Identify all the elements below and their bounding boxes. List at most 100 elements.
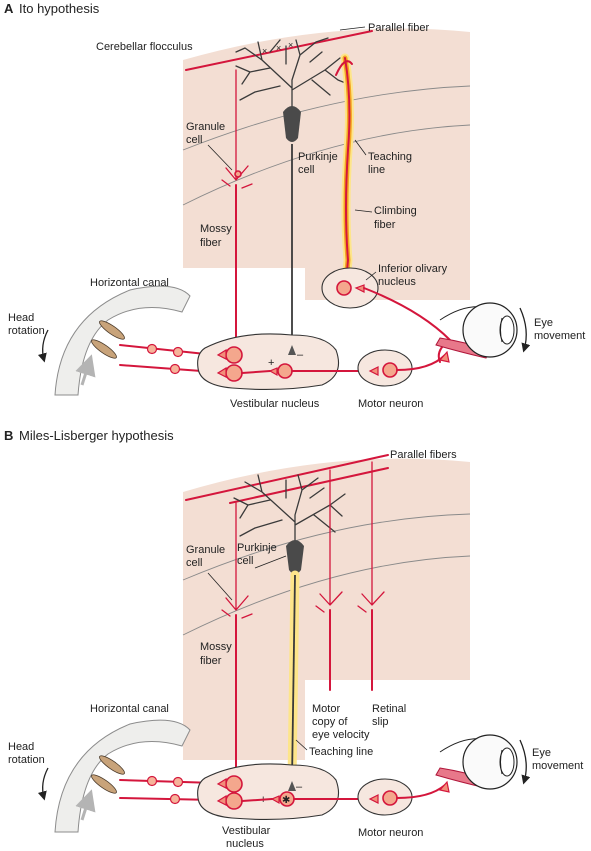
synapse-mark: × [288, 40, 293, 50]
head-rotation-label: rotation [8, 325, 45, 337]
vestibular-nucleus [197, 763, 340, 820]
synapse-terminal [216, 794, 227, 806]
motor-neuron-label: Motor neuron [358, 827, 423, 839]
mossy-fiber-label: fiber [200, 655, 222, 667]
granule-cell [221, 69, 253, 189]
purkinje-cell-label: Purkinje [237, 542, 277, 554]
cerebellar-cortex [183, 458, 470, 760]
climbing-fiber [335, 57, 353, 283]
head-rotation-arrow [37, 767, 49, 801]
granule-cell [221, 502, 253, 619]
horizontal-canal [54, 285, 191, 396]
vestibular-nucleus-label: nucleus [226, 838, 264, 850]
teaching-line-leader [295, 739, 308, 751]
neuromuscular-junction [438, 350, 450, 363]
purkinje-cell-leader [254, 555, 287, 569]
neuromuscular-junction [438, 780, 450, 793]
parallel-fiber-label: Parallel fiber [368, 22, 429, 34]
inhibitory-sign: – [296, 781, 303, 793]
motor-copy-label: copy of [312, 716, 348, 728]
cortex-layer-line [182, 555, 471, 636]
synapse-terminal [368, 794, 379, 804]
granule-cell-label: Granule [186, 544, 225, 556]
mossy-fiber-label: Mossy [200, 641, 232, 653]
purkinje-axon [291, 574, 296, 781]
inferior-olivary-leader [365, 271, 377, 281]
climbing-fiber-label: Climbing [374, 205, 417, 217]
head-rotation-label: rotation [8, 754, 45, 766]
afferent-node [169, 363, 181, 375]
teaching-line-label: Teaching [368, 151, 412, 163]
synapse-terminal [368, 366, 379, 376]
granule-cell-label: cell [186, 134, 203, 146]
afferent-node [172, 776, 184, 788]
head-rotation-label: Head [8, 312, 34, 324]
granule-cell-leader [207, 572, 233, 601]
vestibular-output-neuron [277, 363, 293, 379]
purkinje-terminal [288, 345, 296, 355]
vestibular-afferent [119, 344, 216, 356]
panel-b-letter: B [4, 428, 13, 443]
endolymph-arrow [75, 789, 96, 821]
vestibular-nucleus-label: Vestibular [222, 825, 271, 837]
head-rotation-arrow [37, 329, 49, 363]
eye-movement-arrow [519, 307, 531, 353]
purkinje-cell-label: cell [237, 555, 254, 567]
synapse-mark: × [262, 46, 267, 56]
eye [435, 302, 518, 359]
eye-movement-label: Eye [534, 317, 553, 329]
climbing-fiber-leader [354, 209, 373, 213]
purkinje-cell [233, 474, 346, 574]
eye-movement-arrow [519, 739, 531, 785]
parallel-fiber [185, 30, 373, 71]
vestibular-interconnect [241, 798, 273, 802]
afferent-node [146, 343, 158, 355]
climbing-fiber-label: fiber [374, 219, 396, 231]
vestibular-nucleus-label: Vestibular nucleus [230, 398, 320, 410]
parallel-fibers-label: Parallel fibers [390, 449, 457, 461]
panel-a: A Ito hypothesis × × × Parallel fiber Ce… [4, 1, 585, 410]
panel-b: B Miles-Lisberger hypothesis Parallel fi… [4, 428, 583, 850]
purkinje-cell-label: Purkinje [298, 151, 338, 163]
panel-a-title: Ito hypothesis [19, 1, 100, 16]
purkinje-terminal [288, 781, 296, 791]
afferent-node [169, 793, 181, 805]
teaching-line-leader [354, 139, 367, 156]
cortex-layer-line [182, 513, 471, 581]
retinal-slip-label: Retinal [372, 703, 406, 715]
purkinje-cell-label: cell [298, 164, 315, 176]
cerebellar-flocculus-label: Cerebellar flocculus [96, 41, 193, 53]
motor-copy-label: eye velocity [312, 729, 370, 741]
horizontal-canal [54, 719, 191, 833]
plasticity-site-mark: ✱ [282, 795, 290, 806]
vestibular-neuron [225, 364, 243, 382]
excitatory-sign: + [268, 357, 274, 369]
vestibular-neuron [225, 775, 243, 793]
hair-cells [91, 755, 125, 794]
horizontal-canal-label: Horizontal canal [90, 703, 169, 715]
panel-b-title: Miles-Lisberger hypothesis [19, 428, 174, 443]
panel-a-letter: A [4, 1, 14, 16]
synapse-terminal [216, 777, 227, 789]
motor-neuron [382, 790, 398, 806]
synapse-terminal [216, 366, 227, 378]
head-rotation-label: Head [8, 741, 34, 753]
mossy-fiber-label: Mossy [200, 223, 232, 235]
hair-cells [91, 320, 125, 359]
motor-neuron-label: Motor neuron [358, 398, 423, 410]
synapse-mark: × [276, 43, 281, 53]
cerebellar-cortex [183, 28, 470, 300]
afferent-node [146, 775, 158, 787]
endolymph-arrow [75, 354, 96, 386]
vestibular-afferent [119, 779, 216, 784]
retinal-error-path [363, 287, 451, 363]
granule-cell-label: Granule [186, 121, 225, 133]
granule-cell-leader [207, 144, 233, 171]
parallel-fiber-synapses: × × × [262, 40, 293, 56]
granule-cell [315, 469, 343, 613]
motor-neuron [382, 362, 398, 378]
inferior-olivary-label: nucleus [378, 276, 416, 288]
synapse-terminal [268, 367, 278, 377]
parallel-fiber-leader [339, 26, 366, 31]
vestibular-interconnect [241, 370, 271, 374]
